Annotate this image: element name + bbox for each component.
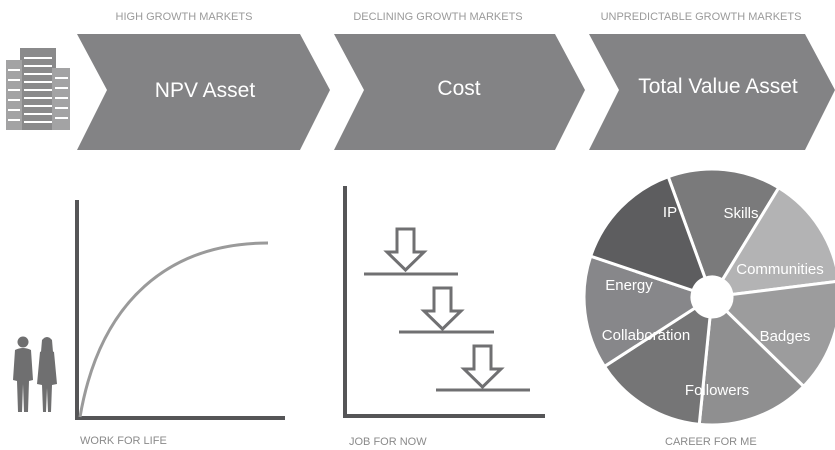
chevron-total-value-asset-label: Total Value Asset (638, 75, 798, 98)
wheel-segment-skills (720, 185, 835, 297)
buildings-icon (6, 48, 70, 130)
down-arrow-icon (460, 344, 505, 390)
wheel-label-skills: Skills (723, 205, 758, 222)
caption-job-for-now: JOB FOR NOW (349, 436, 427, 448)
header-declining-growth: DECLINING GROWTH MARKETS (353, 11, 522, 23)
wheel-segment-communities (724, 280, 835, 389)
declining-steps-graph (343, 186, 545, 418)
caption-career-for-me: CAREER FOR ME (665, 436, 757, 448)
chevron-npv-asset (77, 34, 330, 150)
wheel-segment-badges (697, 308, 806, 427)
growth-curve-graph (75, 200, 285, 420)
wheel-label-energy: Energy (605, 277, 653, 294)
wheel-label-badges: Badges (760, 328, 811, 345)
chevron-cost (334, 34, 585, 150)
people-icon (13, 336, 57, 412)
wheel-label-communities: Communities (736, 261, 824, 278)
growth-curve (78, 241, 269, 418)
caption-work-for-life: WORK FOR LIFE (80, 435, 167, 447)
chevron-npv-asset-label: NPV Asset (155, 79, 256, 102)
down-arrow-icon (383, 227, 428, 273)
wheel-label-ip: IP (663, 204, 677, 221)
wheel-label-collaboration: Collaboration (602, 327, 690, 344)
wheel-label-followers: Followers (685, 382, 749, 399)
header-high-growth: HIGH GROWTH MARKETS (116, 11, 253, 23)
chevron-cost-label: Cost (437, 77, 480, 100)
down-arrow-icon (420, 286, 465, 332)
axis-1 (75, 200, 285, 420)
axis-2 (343, 186, 545, 418)
chevron-total-value-asset (589, 34, 835, 150)
wheel-segment-energy (588, 174, 708, 293)
wheel-segment-collaboration (582, 254, 698, 369)
wheel-segment-followers (602, 305, 712, 427)
header-unpredictable-growth: UNPREDICTABLE GROWTH MARKETS (601, 11, 802, 23)
